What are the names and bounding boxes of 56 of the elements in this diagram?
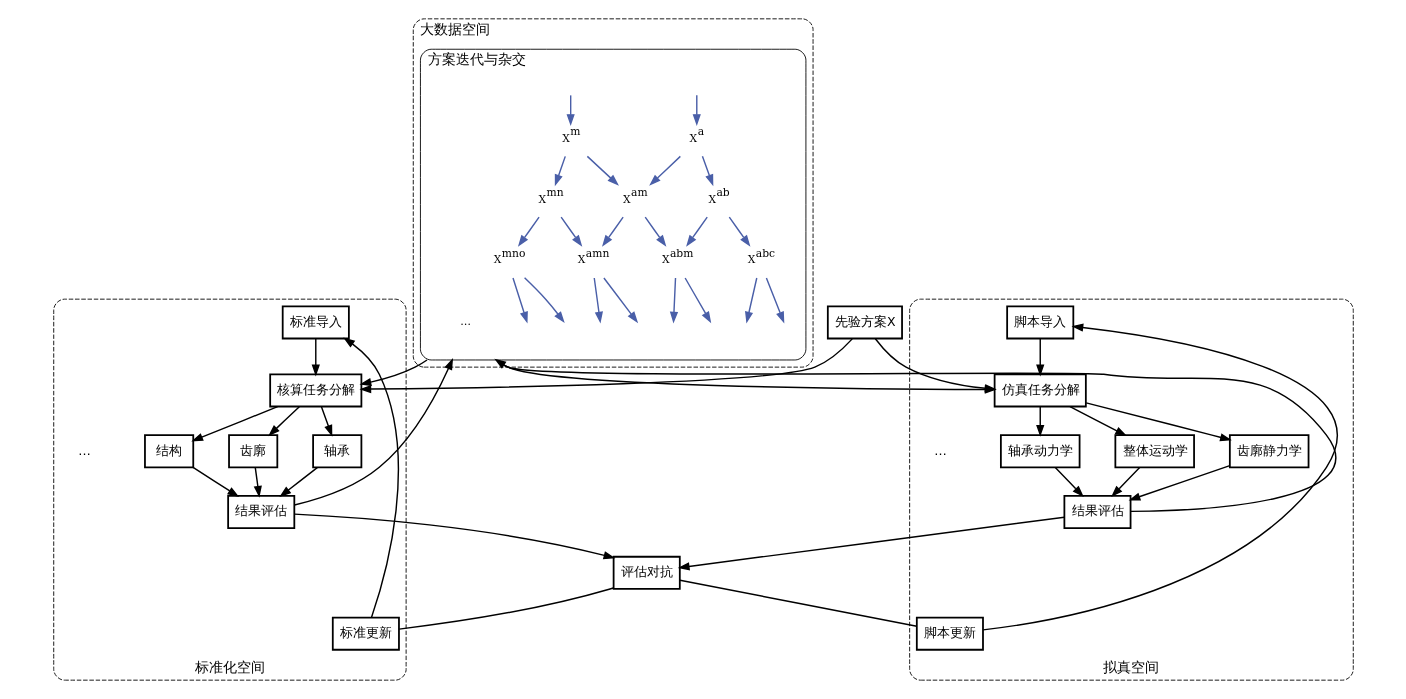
node-box: 结构 <box>143 434 194 469</box>
node-box: 标准更新 <box>331 616 400 651</box>
arrow <box>601 216 624 247</box>
arrow <box>278 466 318 498</box>
arrow <box>677 516 1065 571</box>
node-box: 先验方案X <box>826 305 903 340</box>
arrow <box>1068 405 1127 437</box>
arrow <box>359 359 428 387</box>
arrow <box>253 466 262 498</box>
arrow <box>358 338 853 394</box>
node-box: 脚本更新 <box>915 616 984 651</box>
arrow <box>554 155 566 187</box>
node-box: 结果评估 <box>1063 495 1131 530</box>
label: … <box>77 442 91 458</box>
arrow <box>566 94 575 126</box>
arrow <box>311 337 320 377</box>
arrow <box>685 216 708 247</box>
node-box: 整体运动学 <box>1113 434 1195 469</box>
arrow <box>586 155 619 186</box>
node-box: 核算任务分解 <box>268 373 362 408</box>
arrow <box>559 216 582 247</box>
arrow <box>1035 337 1044 377</box>
node-box: 齿廓静力学 <box>1228 434 1309 469</box>
arrow <box>320 406 332 437</box>
arrow <box>190 405 278 442</box>
connector <box>397 587 614 630</box>
arrow <box>692 94 701 126</box>
node-box: 评估对抗 <box>612 555 681 590</box>
arrow <box>648 155 681 186</box>
arrow <box>191 466 239 498</box>
node-box: 结果评估 <box>226 495 295 530</box>
node-box: 标准导入 <box>281 305 350 340</box>
arrow <box>293 358 453 506</box>
node-box: 轴承 <box>311 434 362 469</box>
arrow <box>342 337 399 619</box>
node-text: … <box>459 315 471 329</box>
arrow <box>1084 402 1232 442</box>
connector <box>678 579 917 628</box>
arrow <box>1035 406 1044 437</box>
arrow <box>493 358 1336 513</box>
node-box: 轴承动力学 <box>999 434 1080 469</box>
arrow <box>765 277 784 324</box>
arrow <box>1110 466 1140 498</box>
node-box: 齿廓 <box>227 434 278 469</box>
arrow <box>293 513 615 560</box>
arrow <box>728 216 750 247</box>
arrow <box>644 216 666 247</box>
arrow <box>517 216 540 247</box>
label: … <box>933 442 947 458</box>
arrow <box>1128 464 1230 501</box>
arrow <box>701 155 713 187</box>
arrow <box>1054 466 1084 498</box>
arrow <box>267 406 300 437</box>
arrow <box>669 277 678 324</box>
node-box: 仿真任务分解 <box>993 373 1087 408</box>
node-box: 脚本导入 <box>1005 305 1074 340</box>
